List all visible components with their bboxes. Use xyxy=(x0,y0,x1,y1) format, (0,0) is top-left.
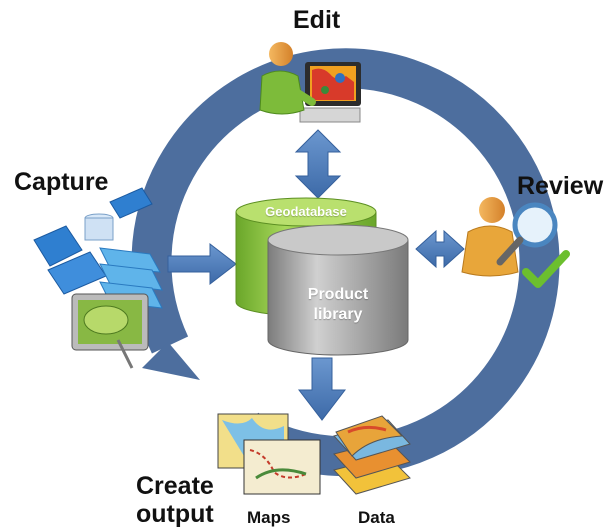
maps-label: Maps xyxy=(247,508,291,527)
create-output-label-line1: Create xyxy=(136,472,214,500)
reviewer-magnifier-icon xyxy=(461,197,558,277)
data-layers-icon xyxy=(333,415,411,495)
edit-label: Edit xyxy=(293,6,341,34)
product-library-label-line2: library xyxy=(313,306,363,323)
capture-label: Capture xyxy=(14,168,109,196)
review-label: Review xyxy=(517,172,604,200)
person-at-computer-icon xyxy=(259,42,361,123)
workflow-ring xyxy=(131,48,560,477)
arrow-library-review xyxy=(415,229,465,269)
data-label: Data xyxy=(358,508,395,527)
map-sheets-icon xyxy=(217,413,321,495)
geodatabase-label: Geodatabase xyxy=(265,204,347,219)
product-library-label-line1: Product xyxy=(307,286,369,303)
arrow-library-output xyxy=(297,357,347,421)
create-output-label-line2: output xyxy=(136,500,214,528)
product-library-cylinder xyxy=(267,224,409,356)
arrow-edit-geodatabase xyxy=(294,129,342,199)
satellite-imagery-icon xyxy=(33,187,163,369)
arrow-capture-geodatabase xyxy=(167,242,237,286)
check-icon xyxy=(522,250,570,288)
